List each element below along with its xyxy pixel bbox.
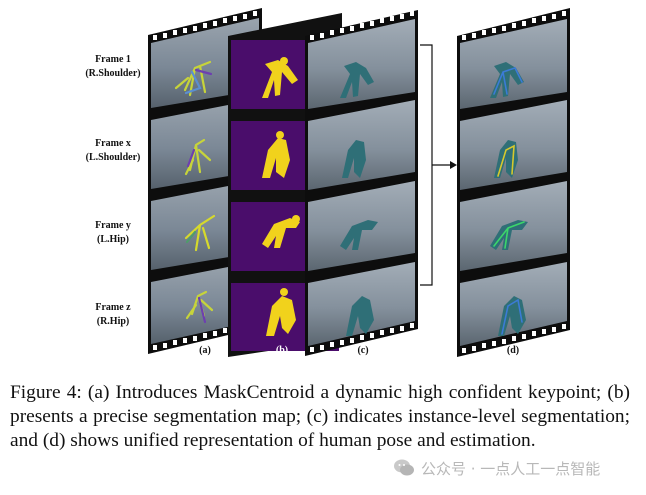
film-strip-d: (d) bbox=[457, 8, 570, 357]
frame-label-x-title: Frame x bbox=[95, 138, 131, 149]
sprocket-holes-d bbox=[462, 11, 566, 353]
frame-label-1-joint: (R.Shoulder) bbox=[85, 68, 140, 79]
figure-caption: Figure 4: (a) Introduces MaskCentroid a … bbox=[10, 382, 630, 451]
panel-label-a: (a) bbox=[199, 345, 211, 356]
frame-label-y-joint: (L.Hip) bbox=[97, 234, 129, 245]
watermark: 公众号 · 一点人工一点智能 bbox=[393, 457, 600, 479]
frame-label-x-joint: (L.Shoulder) bbox=[86, 152, 141, 163]
film-strip-c: (c) bbox=[305, 10, 418, 356]
panel-label-d: (d) bbox=[507, 345, 519, 356]
instance-frames bbox=[308, 19, 415, 346]
panel-label-b: (b) bbox=[276, 345, 288, 356]
merge-arrow bbox=[420, 44, 457, 286]
panel-label-c: (c) bbox=[357, 345, 368, 356]
watermark-text: 公众号 · 一点人工一点智能 bbox=[421, 459, 601, 478]
unified-frames bbox=[460, 19, 567, 346]
figure-4: Frame 1 (R.Shoulder) Frame x (L.Shoulder… bbox=[85, 8, 570, 357]
sprocket-holes-c bbox=[310, 11, 414, 352]
frame-label-z-title: Frame z bbox=[95, 302, 131, 313]
frame-label-y-title: Frame y bbox=[95, 220, 131, 231]
frame-label-z-joint: (R.Hip) bbox=[97, 316, 130, 327]
frame-label-1-title: Frame 1 bbox=[95, 54, 131, 65]
wechat-icon bbox=[394, 459, 414, 476]
frame-labels: Frame 1 (R.Shoulder) Frame x (L.Shoulder… bbox=[85, 54, 140, 327]
